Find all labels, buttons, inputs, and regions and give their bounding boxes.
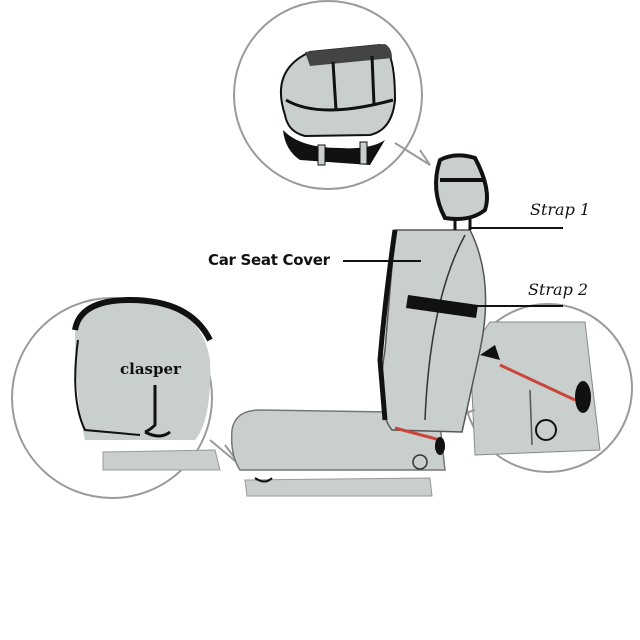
clasper-detail-circle	[11, 296, 241, 499]
strap-anchor-detail-circle	[444, 303, 633, 473]
car-seat-cover-label: Car Seat Cover	[208, 251, 330, 269]
strap1-label: Strap 1	[530, 200, 591, 219]
car-seat	[230, 153, 489, 497]
clasper-label: clasper	[120, 360, 181, 378]
headrest-detail-circle	[233, 0, 431, 190]
strap2-label: Strap 2	[528, 280, 589, 299]
